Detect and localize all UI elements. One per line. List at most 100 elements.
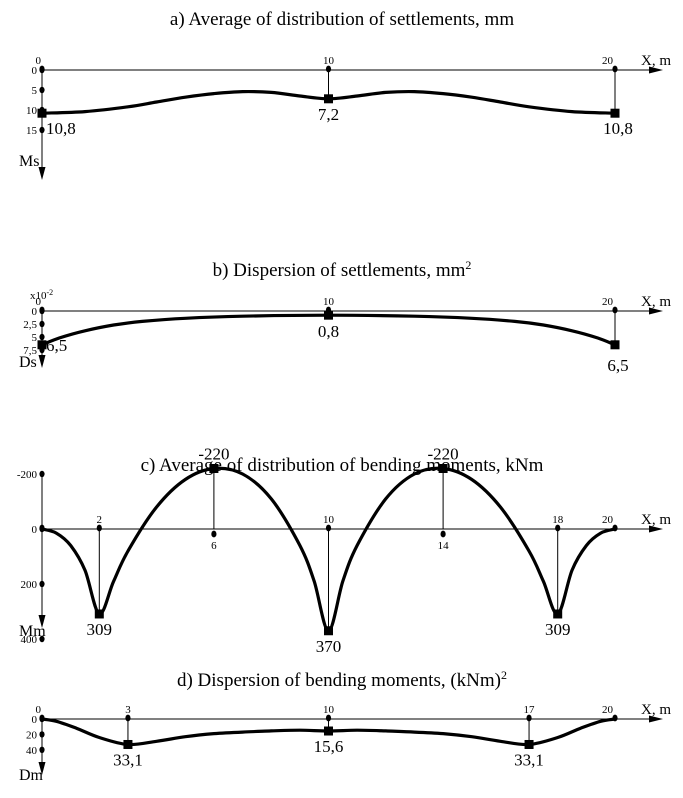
data-point-marker — [324, 626, 333, 636]
x-tick-label: 14 — [438, 540, 450, 552]
y-tick-label: -200 — [17, 469, 38, 481]
chart-title: b) Dispersion of settlements, mm2 — [213, 258, 472, 281]
chart-title-superscript: 2 — [465, 258, 471, 272]
y-tick-mark — [39, 470, 45, 478]
chart-settlements-average: a) Average of distribution of settlement… — [19, 9, 671, 180]
data-point-marker — [553, 609, 563, 619]
x-tick-mark — [612, 65, 618, 73]
y-tick-label: 0 — [32, 524, 38, 536]
x-axis-arrow — [649, 525, 663, 533]
x-tick-label: 0 — [36, 296, 42, 308]
chart-title: a) Average of distribution of settlement… — [170, 9, 514, 30]
x-axis-label: X, m — [641, 702, 671, 718]
y-tick-label: 5 — [32, 332, 38, 344]
chart-title-text: a) Average of distribution of settlement… — [170, 9, 514, 30]
data-point-label: 6,5 — [607, 356, 628, 375]
data-point-label: 15,6 — [314, 737, 344, 756]
data-point-label: 6,5 — [46, 336, 67, 355]
x-axis-label: X, m — [641, 512, 671, 528]
x-tick-label: 10 — [323, 514, 335, 526]
x-tick-label: 20 — [602, 296, 614, 308]
x-axis-label: X, m — [641, 294, 671, 310]
x-tick-mark — [96, 524, 102, 532]
data-point-marker — [324, 310, 333, 320]
y-tick-label: 5 — [32, 85, 38, 97]
data-point-label: 0,8 — [318, 322, 339, 341]
y-axis-arrow — [38, 167, 46, 180]
y-tick-label: 2,5 — [23, 319, 37, 331]
data-point-label: 309 — [545, 620, 571, 639]
chart-settlements-dispersion: b) Dispersion of settlements, mm2 X, m Ds x… — [19, 258, 671, 375]
x-tick-mark — [39, 65, 45, 73]
y-tick-label: 7,5 — [23, 345, 37, 357]
y-tick-label: 40 — [26, 745, 38, 757]
x-axis-arrow — [649, 307, 663, 315]
data-point-marker — [209, 464, 219, 473]
y-axis-arrow — [38, 762, 46, 775]
y-tick-label: 200 — [21, 579, 38, 591]
data-point-label: 10,8 — [603, 119, 633, 138]
x-tick-label: 10 — [323, 55, 335, 67]
data-point-marker — [610, 340, 620, 350]
x-axis-label: X, m — [641, 53, 671, 69]
y-axis-arrow — [38, 355, 46, 368]
data-point-marker — [324, 94, 333, 104]
x-tick-mark — [555, 524, 561, 532]
data-point-label: 33,1 — [514, 750, 544, 769]
y-multiplier-exponent: -2 — [47, 288, 54, 297]
x-tick-label: 20 — [602, 55, 614, 67]
x-axis-arrow — [649, 66, 663, 74]
y-multiplier-label: x10-2 — [30, 288, 53, 302]
x-tick-mark — [612, 306, 618, 314]
x-tick-mark — [211, 530, 217, 538]
y-axis-label: Ms — [19, 153, 39, 170]
chart-title-superscript: 2 — [501, 668, 507, 682]
y-tick-label: 0 — [32, 714, 38, 726]
x-tick-label: 3 — [125, 704, 131, 716]
x-tick-label: 10 — [323, 704, 335, 716]
data-point-marker — [123, 739, 133, 749]
x-tick-label: 18 — [552, 514, 564, 526]
chart-bending-moments-dispersion: d) Dispersion of bending moments, (kNm)2… — [19, 668, 671, 784]
data-point-label: 309 — [87, 620, 113, 639]
y-tick-label: 10 — [26, 105, 38, 117]
y-axis-label: Dm — [19, 767, 44, 784]
x-tick-label: 2 — [97, 514, 103, 526]
data-point-label: 33,1 — [113, 750, 143, 769]
y-tick-mark — [39, 731, 45, 738]
x-tick-mark — [325, 714, 332, 722]
chart-title-text: b) Dispersion of settlements, mm — [213, 260, 466, 281]
chart-title-text: d) Dispersion of bending moments, (kNm) — [177, 670, 501, 691]
x-tick-mark — [39, 306, 45, 314]
y-tick-mark — [39, 86, 45, 94]
x-axis-arrow — [649, 715, 663, 723]
data-point-label: -220 — [428, 445, 459, 464]
y-axis-arrow — [38, 615, 46, 628]
x-tick-label: 0 — [36, 55, 42, 67]
x-tick-label: 0 — [36, 704, 42, 716]
x-tick-label: 6 — [211, 540, 217, 552]
x-tick-label: 17 — [524, 704, 536, 716]
y-axis-label: Ds — [19, 354, 37, 371]
y-tick-mark — [39, 320, 45, 328]
x-tick-mark — [440, 530, 446, 538]
data-point-label: -220 — [198, 445, 229, 464]
data-point-marker — [610, 108, 620, 118]
y-tick-mark — [39, 746, 45, 753]
y-axis-label: Mm — [19, 623, 46, 640]
data-point-marker — [438, 464, 448, 473]
x-tick-mark — [325, 524, 332, 532]
data-point-label: 7,2 — [318, 105, 339, 124]
data-point-label: 370 — [316, 637, 342, 656]
y-tick-label: 0 — [32, 65, 38, 77]
data-point-marker — [37, 340, 47, 350]
y-tick-label: 15 — [26, 125, 38, 137]
data-point-marker — [324, 726, 333, 736]
y-tick-mark — [39, 580, 45, 588]
chart-title: d) Dispersion of bending moments, (kNm)2 — [177, 668, 507, 691]
data-point-marker — [94, 609, 104, 619]
x-tick-mark — [526, 714, 532, 722]
data-point-marker — [37, 108, 47, 118]
data-point-label: 10,8 — [46, 119, 76, 138]
